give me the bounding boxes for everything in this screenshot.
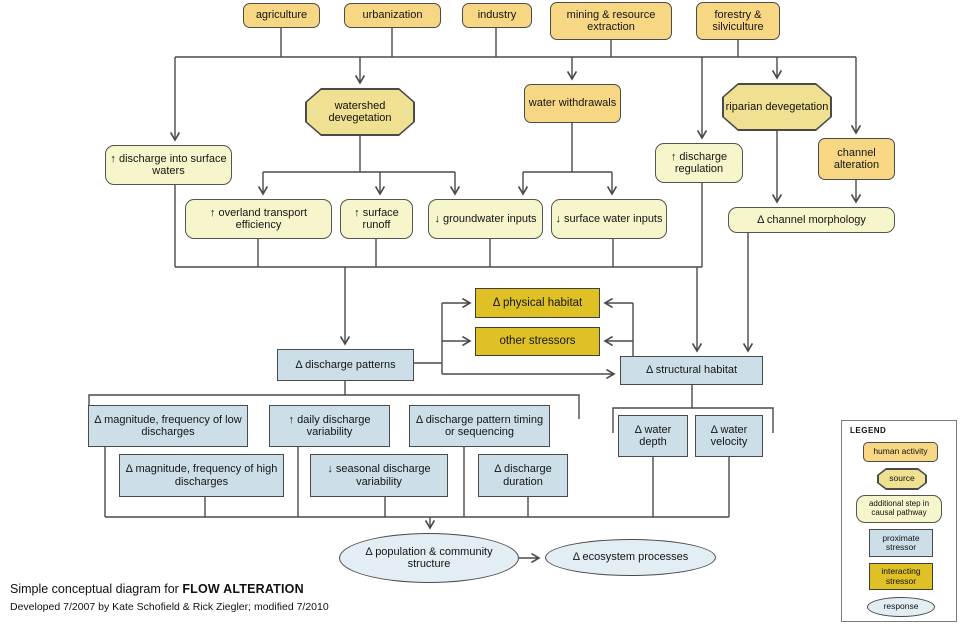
node-urbanization: urbanization — [344, 3, 441, 28]
node-discharge-regulation: ↑ discharge regulation — [655, 143, 743, 183]
node-discharge-into-surface-waters: ↑ discharge into surface waters — [105, 145, 232, 185]
node-magnitude-low-discharges: Δ magnitude, frequency of low discharges — [88, 405, 248, 447]
octagon-label: source — [889, 473, 915, 484]
legend-additional-step: additional step in causal pathway — [856, 495, 942, 523]
node-ecosystem-processes: Δ ecosystem processes — [545, 539, 716, 576]
node-surface-water-inputs: ↓ surface water inputs — [551, 199, 667, 239]
node-groundwater-inputs: ↓ groundwater inputs — [428, 199, 543, 239]
octagon-fill — [879, 470, 926, 489]
octagon-fill — [724, 85, 831, 130]
node-industry: industry — [462, 3, 532, 28]
node-structural-habitat: Δ structural habitat — [620, 356, 763, 385]
node-watershed-devegetation: watershed devegetation — [305, 88, 415, 136]
legend-interacting-stressor: interacting stressor — [869, 563, 933, 590]
node-channel-morphology: Δ channel morphology — [728, 207, 895, 233]
node-forestry-silviculture: forestry & silviculture — [696, 2, 780, 40]
diagram-caption: Simple conceptual diagram for FLOW ALTER… — [10, 582, 304, 596]
node-physical-habitat: Δ physical habitat — [475, 288, 600, 318]
legend-human-activity: human activity — [863, 442, 938, 462]
node-population-community-structure: Δ population & community structure — [339, 533, 519, 583]
legend-source: source — [877, 468, 927, 490]
node-discharge-patterns: Δ discharge patterns — [277, 349, 414, 381]
node-overland-transport-efficiency: ↑ overland transport efficiency — [185, 199, 332, 239]
node-water-velocity: Δ water velocity — [695, 415, 763, 457]
node-channel-alteration: channel alteration — [818, 138, 895, 180]
octagon-fill — [307, 90, 414, 135]
node-daily-discharge-variability: ↑ daily discharge variability — [269, 405, 390, 447]
node-water-depth: Δ water depth — [618, 415, 688, 457]
node-mining-resource-extraction: mining & resource extraction — [550, 2, 672, 40]
caption-title: FLOW ALTERATION — [182, 582, 304, 596]
legend-response: response — [867, 597, 935, 617]
octagon-label: riparian devegetation — [725, 100, 829, 113]
caption-prefix: Simple conceptual diagram for — [10, 582, 183, 596]
legend: LEGEND human activity source additional … — [841, 420, 957, 622]
node-other-stressors: other stressors — [475, 327, 600, 356]
octagon-label: watershed devegetation — [328, 99, 392, 124]
diagram-credit: Developed 7/2007 by Kate Schofield & Ric… — [10, 601, 329, 613]
node-surface-runoff: ↑ surface runoff — [340, 199, 413, 239]
node-riparian-devegetation: riparian devegetation — [722, 83, 832, 131]
node-discharge-pattern-timing: Δ discharge pattern timing or sequencing — [409, 405, 550, 447]
node-magnitude-high-discharges: Δ magnitude, frequency of high discharge… — [119, 454, 284, 497]
node-seasonal-discharge-variability: ↓ seasonal discharge variability — [310, 454, 448, 497]
node-water-withdrawals: water withdrawals — [524, 84, 621, 123]
legend-proximate-stressor: proximate stressor — [869, 529, 933, 557]
node-discharge-duration: Δ discharge duration — [478, 454, 568, 497]
legend-title: LEGEND — [850, 426, 887, 435]
node-agriculture: agriculture — [243, 3, 320, 28]
